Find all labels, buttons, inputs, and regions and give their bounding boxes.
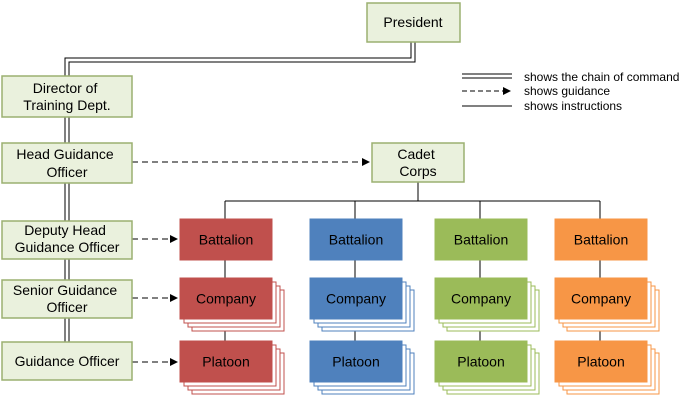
platoon-box — [554, 340, 648, 383]
director-label: Director of Training Dept. — [23, 80, 110, 113]
company-label: Company — [196, 291, 256, 307]
instruction-lines — [224, 182, 601, 341]
president-box — [366, 2, 461, 43]
battalion-box — [309, 218, 403, 261]
legend — [462, 73, 512, 107]
battalion-box — [434, 218, 528, 261]
platoon-box — [309, 340, 403, 383]
platoon-label: Platoon — [332, 354, 379, 370]
battalion-box — [179, 218, 273, 261]
director-box — [1, 75, 133, 118]
battalion-box — [554, 218, 648, 261]
platoon-box — [179, 340, 273, 383]
battalion-label: Battalion — [329, 232, 383, 248]
senior-guidance-label: Senior Guidance Officer — [13, 282, 121, 315]
head-guidance-label: Head Guidance Officer — [16, 146, 117, 180]
chain-of-command-lines — [64, 42, 416, 342]
deputy-head-label: Deputy Head Guidance Officer — [15, 222, 120, 255]
deputy-head-box — [1, 220, 133, 260]
platoon-label: Platoon — [202, 354, 249, 370]
company-box — [179, 277, 273, 320]
company-label: Company — [571, 291, 631, 307]
company-label: Company — [326, 291, 386, 307]
legend-chain-label: shows the chain of command — [524, 70, 679, 84]
legend-instructions-label: shows instructions — [524, 99, 622, 113]
company-box — [434, 277, 528, 320]
guidance-arrows — [132, 158, 370, 366]
battalion-label: Battalion — [199, 232, 253, 248]
battalion-label: Battalion — [454, 232, 508, 248]
senior-guidance-box — [1, 279, 133, 319]
platoon-label: Platoon — [457, 354, 504, 370]
platoon-label: Platoon — [577, 354, 624, 370]
battalion-label: Battalion — [574, 232, 628, 248]
platoon-box — [434, 340, 528, 383]
cadet-corps-label: Cadet Corps — [397, 146, 438, 179]
legend-guidance-label: shows guidance — [524, 84, 610, 98]
head-guidance-box — [1, 142, 133, 184]
guidance-officer-label: Guidance Officer — [15, 353, 120, 369]
staff-nodes — [1, 2, 465, 381]
guidance-officer-box — [1, 341, 133, 381]
company-box — [554, 277, 648, 320]
company-box — [309, 277, 403, 320]
cadet-corps-box — [371, 142, 465, 183]
company-label: Company — [451, 291, 511, 307]
president-label: President — [383, 14, 442, 30]
